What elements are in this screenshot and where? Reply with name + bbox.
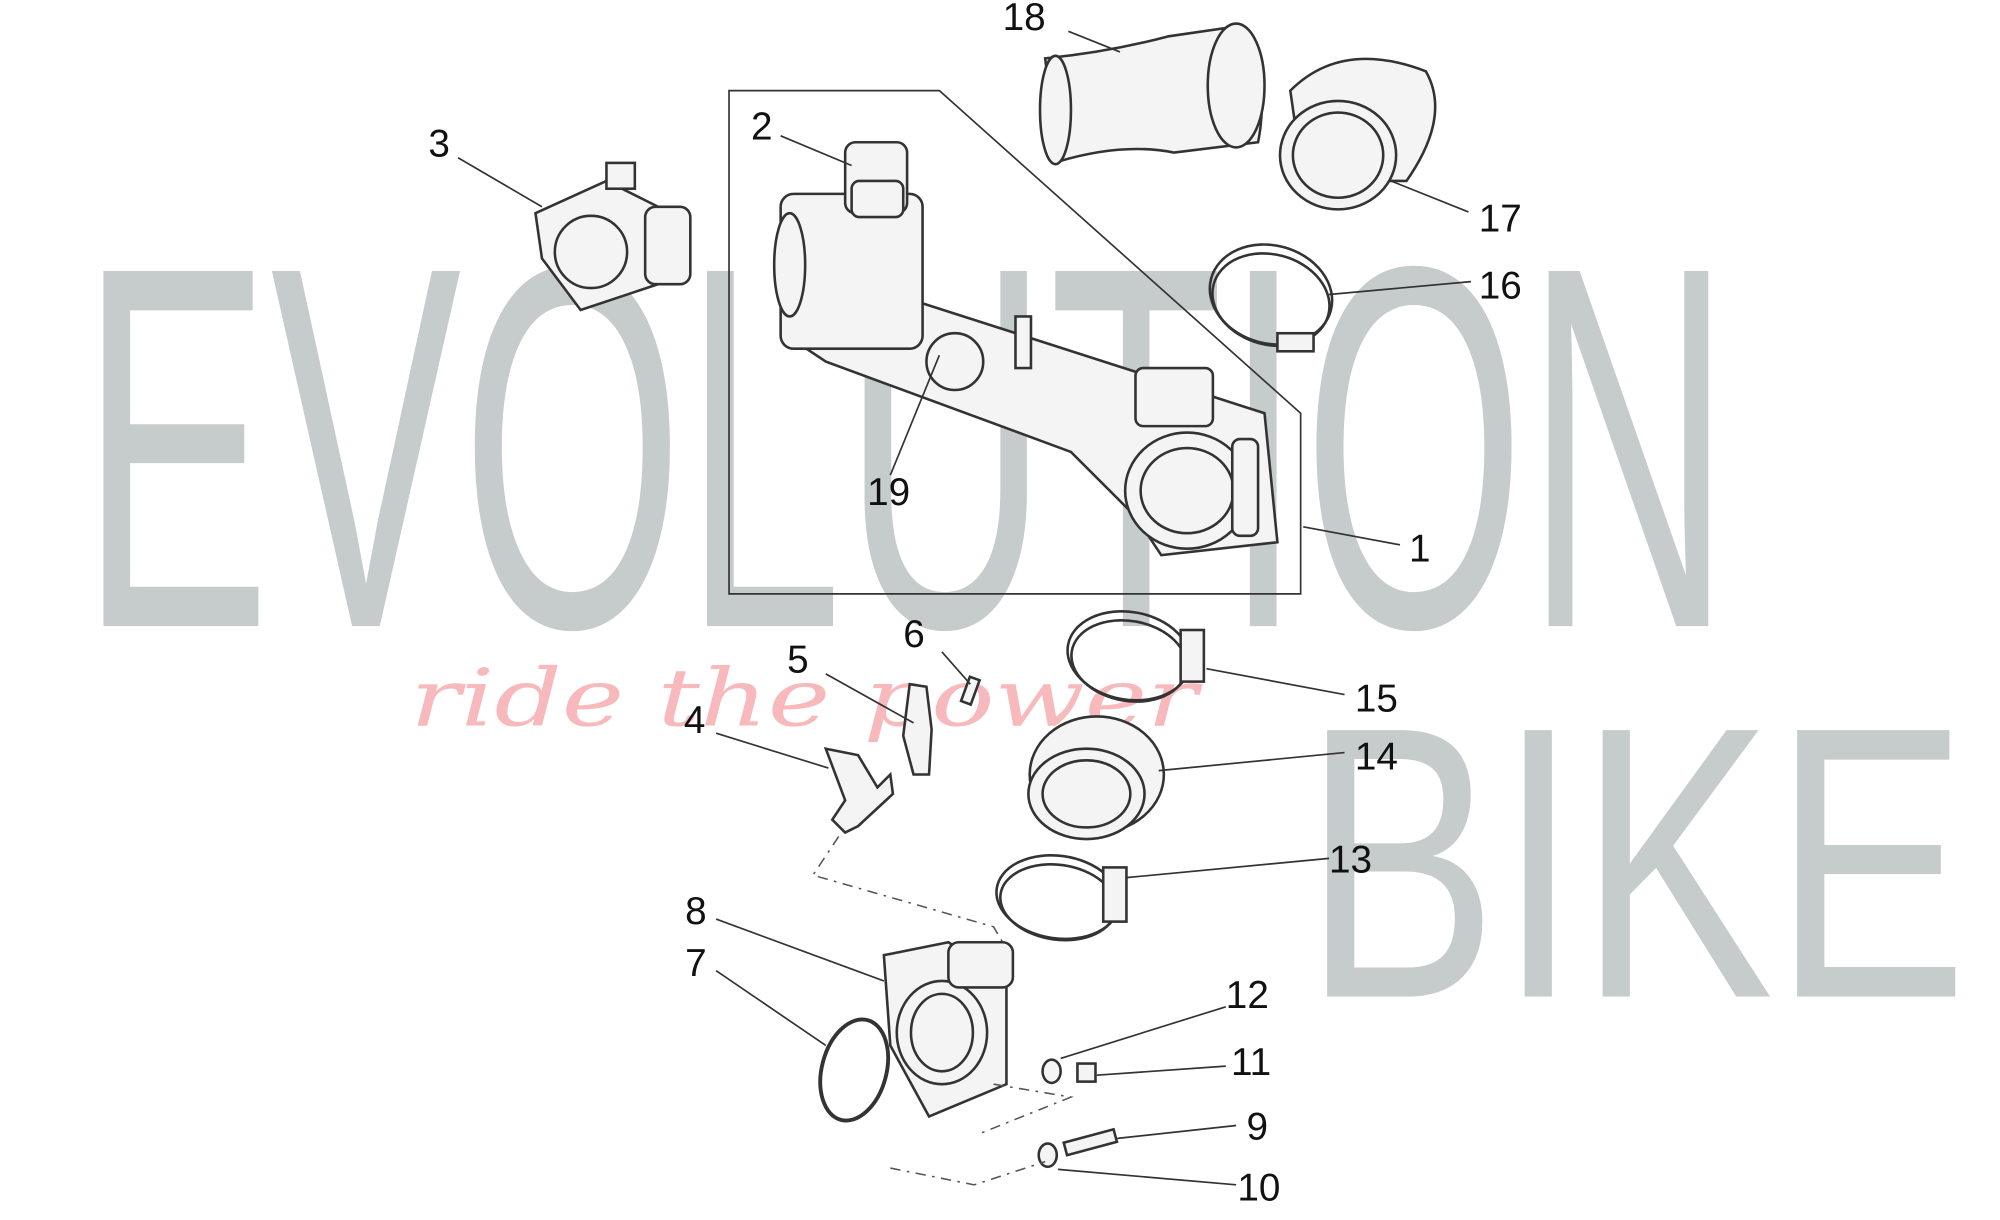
- part-7-o-ring: [818, 1017, 891, 1123]
- callout-8: 8: [685, 890, 707, 933]
- part-17-rubber-sleeve: [1278, 57, 1437, 211]
- assembly-dash-line: [890, 1160, 1046, 1186]
- assembly-dash-line: [980, 1083, 1074, 1134]
- callout-4: 4: [684, 699, 706, 742]
- part-11-nut: [1076, 1062, 1097, 1083]
- part-4-fitting: [823, 746, 895, 835]
- callout-6: 6: [903, 613, 925, 656]
- watermark-brand-line2: BIKE: [1303, 647, 1968, 1079]
- part-10-washer: [1037, 1142, 1059, 1169]
- part-15-hose-clamp: [1066, 609, 1206, 703]
- callout-10: 10: [1237, 1166, 1280, 1209]
- part-5-bracket: [901, 682, 933, 776]
- leader-lines: [457, 30, 1472, 1186]
- callout-18: 18: [1003, 0, 1046, 39]
- callout-16: 16: [1479, 264, 1522, 307]
- callout-12: 12: [1226, 974, 1269, 1017]
- callout-17: 17: [1479, 197, 1522, 240]
- throttle-body-assembly-frame: [728, 89, 1302, 595]
- part-13-hose-clamp: [995, 854, 1128, 942]
- part-2-throttle-position-sensor: [843, 140, 909, 219]
- callout-7: 7: [685, 942, 707, 985]
- part-3-intake-manifold: [534, 161, 692, 312]
- part-9-bolt: [1062, 1127, 1119, 1157]
- part-18-intake-duct: [1038, 22, 1266, 166]
- watermark-logo: EVOLUTION BIKE ride the power: [80, 160, 1968, 1079]
- callout-9: 9: [1246, 1106, 1268, 1149]
- callout-15: 15: [1355, 677, 1398, 720]
- callout-13: 13: [1329, 839, 1372, 882]
- part-6-screw: [959, 675, 982, 707]
- part-12-washer: [1041, 1058, 1062, 1085]
- callout-11: 11: [1231, 1041, 1271, 1084]
- callout-2: 2: [751, 106, 773, 149]
- assembly-dash-line: [811, 836, 1008, 950]
- callout-19: 19: [867, 471, 910, 514]
- callout-3: 3: [428, 122, 450, 165]
- part-1-throttle-body: [772, 192, 1279, 557]
- part-16-hose-clamp: [1208, 243, 1334, 353]
- part-8-intake-manifold: [882, 940, 1015, 1119]
- callout-5: 5: [787, 639, 809, 682]
- callout-1: 1: [1409, 528, 1431, 571]
- part-14-rubber-sleeve: [1027, 715, 1166, 841]
- callout-14: 14: [1355, 735, 1398, 778]
